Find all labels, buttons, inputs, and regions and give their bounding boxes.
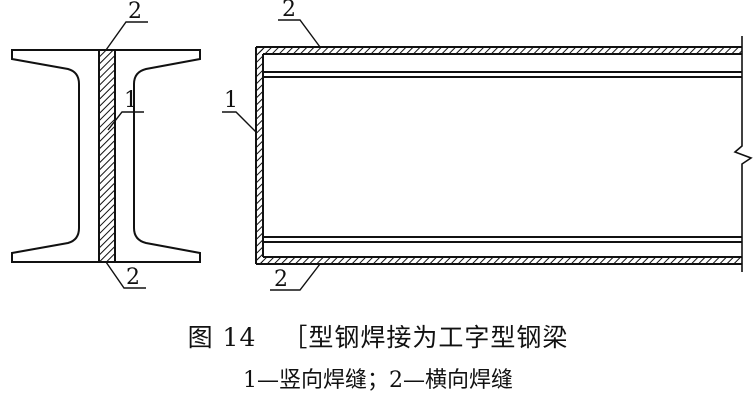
right-leaders [222, 19, 321, 291]
left-leaders [105, 21, 148, 289]
figure-number: 图 14 [187, 323, 257, 352]
label-left-mid: 1 [124, 88, 138, 113]
figure-title: ［型钢焊接为工字型钢梁 [282, 323, 569, 352]
bottom-longitudinal-weld [256, 257, 742, 264]
label-right-bottom: 2 [274, 267, 288, 292]
vertical-weld-seam [98, 49, 116, 263]
label-left-bottom: 2 [126, 265, 140, 290]
label-right-side: 1 [224, 88, 238, 113]
i-beam-cross-section [11, 49, 201, 263]
beam-elevation [255, 36, 753, 272]
label-left-top: 2 [128, 0, 142, 24]
right-channel-section [115, 49, 201, 263]
end-vertical-weld [256, 47, 263, 264]
figure-legend: 1—竖向焊缝；2—横向焊缝 [243, 368, 513, 393]
welded-i-beam-diagram: 2 1 2 2 1 2 [11, 0, 753, 292]
break-line [733, 36, 753, 272]
left-channel-section [11, 49, 99, 263]
label-right-top: 2 [282, 0, 296, 22]
figure-caption: 图 14 ［型钢焊接为工字型钢梁 [0, 318, 756, 354]
top-longitudinal-weld [256, 47, 742, 54]
